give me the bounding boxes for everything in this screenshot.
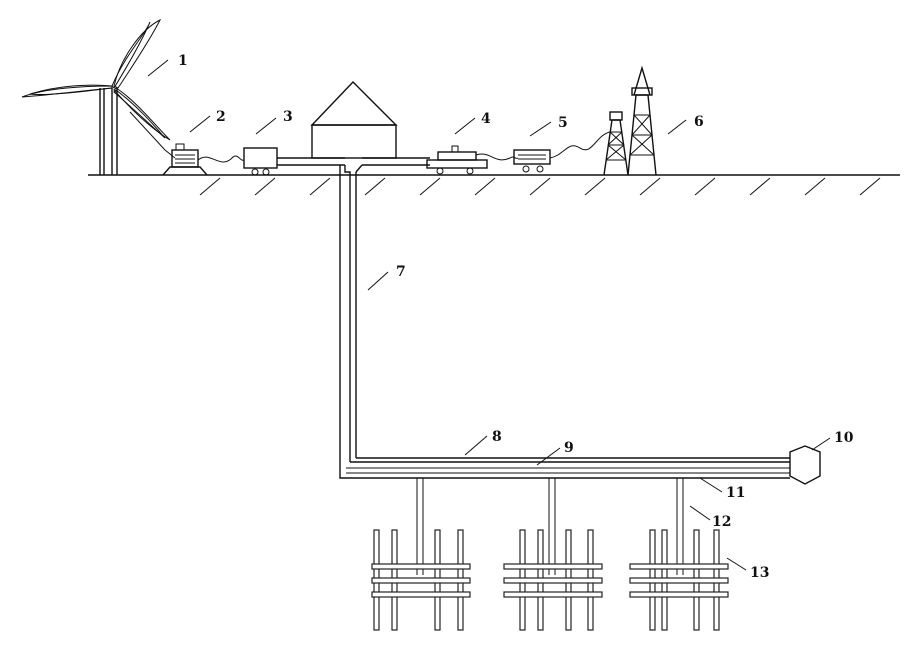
wind-turbine (22, 20, 175, 175)
fracture-bar-horizontal (504, 578, 602, 583)
terminal-node-10 (790, 446, 820, 484)
surface-pipe (362, 158, 430, 165)
fracture-bar-horizontal (372, 564, 470, 569)
hatch-mark (310, 178, 330, 195)
label-8: 8 (492, 429, 502, 445)
label-9: 9 (564, 440, 574, 456)
hatch-mark (200, 178, 220, 195)
fracture-bar-horizontal (630, 578, 728, 583)
fracture-grid (372, 478, 470, 630)
mobile-unit-5 (514, 132, 610, 172)
label-10: 10 (834, 430, 854, 446)
hatch-mark (255, 178, 275, 195)
label-11: 11 (726, 485, 745, 501)
hatch-mark (365, 178, 385, 195)
well-system (340, 165, 790, 478)
label-5: 5 (558, 115, 568, 131)
hatch-mark (750, 178, 770, 195)
hatch-mark (585, 178, 605, 195)
label-13: 13 (750, 565, 769, 581)
label-2: 2 (216, 109, 226, 125)
building (312, 82, 396, 158)
label-6: 6 (694, 114, 704, 130)
label-4: 4 (481, 111, 491, 127)
label-7: 7 (396, 264, 406, 280)
label-12: 12 (712, 514, 731, 530)
drilling-derricks (604, 68, 656, 175)
hatch-mark (695, 178, 715, 195)
fracture-bar-horizontal (504, 592, 602, 597)
fracture-bar-horizontal (504, 564, 602, 569)
fracture-bar-horizontal (372, 578, 470, 583)
ground-hatching (200, 178, 880, 195)
label-1: 1 (178, 53, 188, 69)
fracture-grid (504, 478, 602, 630)
hatch-mark (640, 178, 660, 195)
compressor-unit (163, 144, 244, 175)
fracture-bar-horizontal (630, 592, 728, 597)
hatch-mark (860, 178, 880, 195)
fracture-bar-horizontal (630, 564, 728, 569)
hatch-mark (805, 178, 825, 195)
fracture-bar-horizontal (372, 592, 470, 597)
mobile-unit-3 (244, 148, 345, 175)
hatch-mark (530, 178, 550, 195)
part-labels: 1 2 3 4 5 6 7 8 9 10 11 12 13 (178, 53, 854, 581)
fracture-grid (630, 478, 728, 630)
hatch-mark (420, 178, 440, 195)
label-3: 3 (283, 109, 293, 125)
hatch-mark (475, 178, 495, 195)
ground-surface (88, 175, 900, 195)
mobile-unit-4 (427, 146, 518, 174)
fracture-grids (372, 478, 728, 630)
